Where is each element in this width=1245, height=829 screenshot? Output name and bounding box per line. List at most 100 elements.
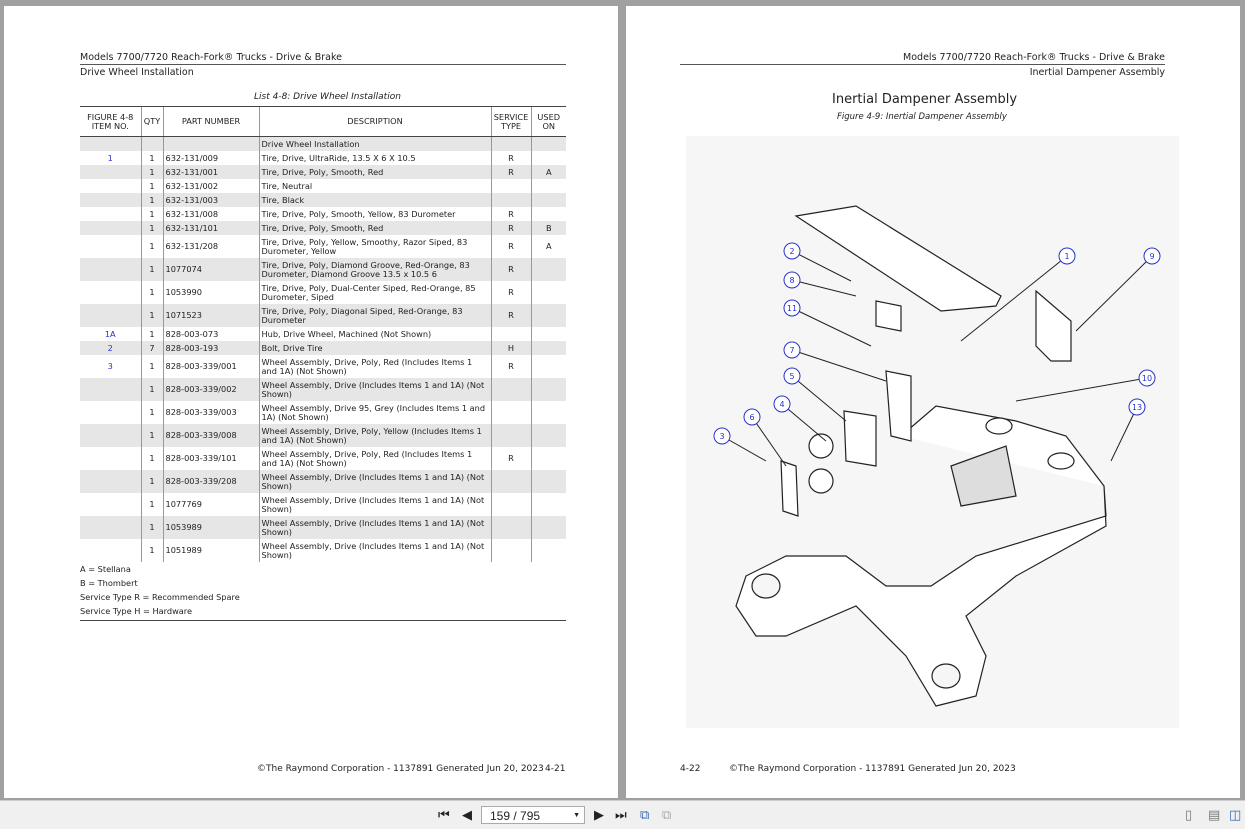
used-on-cell [530, 355, 566, 378]
first-page-button[interactable]: ⏮ [438, 808, 450, 823]
used-on-cell: A [530, 165, 566, 179]
used-on-cell [530, 258, 566, 281]
item-no-cell [80, 447, 141, 470]
item-no-cell [80, 281, 141, 304]
part-number-cell: 632-131/008 [162, 207, 259, 221]
description-cell: Tire, Drive, Poly, Yellow, Smoothy, Razo… [258, 235, 491, 258]
callout-label: 4 [779, 400, 784, 409]
used-on-cell: A [530, 235, 566, 258]
column-header: FIGURE 4-8 ITEM NO. [80, 106, 141, 137]
qty-cell: 1 [140, 493, 163, 516]
page-number: 4-22 [680, 764, 701, 774]
column-header: USED ON [530, 106, 566, 137]
part-number-cell: 828-003-193 [162, 341, 259, 355]
used-on-cell [530, 304, 566, 327]
used-on-cell [530, 447, 566, 470]
service-type-cell: R [490, 207, 531, 221]
right-page: Models 7700/7720 Reach-Fork® Trucks - Dr… [626, 6, 1240, 798]
item-no-cell[interactable]: 2 [80, 341, 141, 355]
previous-page-button[interactable]: ◀ [462, 808, 472, 823]
item-no-cell [80, 378, 141, 401]
page-number: 4-21 [545, 764, 566, 774]
item-no-cell [80, 221, 141, 235]
service-type-cell [490, 193, 531, 207]
item-no-cell [80, 136, 141, 151]
chevron-down-icon: ▼ [573, 812, 580, 819]
item-no-cell [80, 207, 141, 221]
single-page-view-icon[interactable]: ▯ [1185, 808, 1193, 823]
qty-cell: 1 [140, 235, 163, 258]
callout-3: 3 [713, 427, 767, 462]
callout-1: 1 [960, 247, 1076, 342]
callout-5: 5 [783, 367, 847, 422]
qty-cell: 7 [140, 341, 163, 355]
description-cell: Wheel Assembly, Drive, Poly, Yellow (Inc… [258, 424, 491, 447]
service-type-cell: R [490, 165, 531, 179]
legend-item: B = Thombert [80, 578, 138, 588]
header-title: Models 7700/7720 Reach-Fork® Trucks - Dr… [903, 52, 1165, 63]
description-cell: Wheel Assembly, Drive, Poly, Red (Includ… [258, 355, 491, 378]
part-number-cell: 1077074 [162, 258, 259, 281]
service-type-cell [490, 493, 531, 516]
item-no-cell[interactable]: 1 [107, 152, 113, 163]
paste-page-icon[interactable]: ⧉ [662, 808, 672, 823]
part-number-cell: 1053990 [162, 281, 259, 304]
header-title: Models 7700/7720 Reach-Fork® Trucks - Dr… [80, 52, 342, 63]
part-number-cell: 828-003-339/003 [162, 401, 259, 424]
description-cell: Tire, Drive, Poly, Dual-Center Siped, Re… [258, 281, 491, 304]
copy-page-icon[interactable]: ⧉ [640, 808, 650, 823]
service-type-cell: R [490, 151, 531, 165]
callout-13: 13 [1110, 398, 1146, 462]
part-number-cell: 828-003-339/101 [162, 447, 259, 470]
qty-cell: 1 [140, 447, 163, 470]
part-number-cell: 1051989 [162, 539, 259, 562]
service-type-cell: R [490, 447, 531, 470]
used-on-cell [530, 151, 566, 165]
continuous-view-icon[interactable]: ▤ [1208, 808, 1221, 823]
qty-cell: 1 [140, 539, 163, 562]
callout-9: 9 [1075, 247, 1161, 332]
next-page-button[interactable]: ▶ [594, 808, 604, 823]
qty-cell [140, 136, 163, 151]
callout-label: 7 [789, 346, 794, 355]
service-type-cell: H [490, 341, 531, 355]
part-number-cell: 632-131/009 [162, 151, 259, 165]
table-row: Drive Wheel Installation [80, 136, 566, 151]
callout-4: 4 [773, 395, 827, 442]
description-cell: Wheel Assembly, Drive 95, Grey (Includes… [258, 401, 491, 424]
item-no-cell [80, 165, 141, 179]
item-no-cell[interactable]: 1A [104, 328, 116, 339]
part-number-cell: 1053989 [162, 516, 259, 539]
legend-item: Service Type R = Recommended Spare [80, 592, 240, 602]
part-number-cell: 828-003-073 [162, 327, 259, 341]
item-no-cell [80, 179, 141, 193]
item-no-cell [80, 193, 141, 207]
description-cell: Tire, Drive, Poly, Diamond Groove, Red-O… [258, 258, 491, 281]
description-cell: Wheel Assembly, Drive (Includes Items 1 … [258, 470, 491, 493]
used-on-cell [530, 424, 566, 447]
item-no-cell [80, 516, 141, 539]
qty-cell: 1 [140, 304, 163, 327]
two-page-view-icon[interactable]: ◫ [1229, 808, 1242, 823]
part-number-cell: 632-131/101 [162, 221, 259, 235]
last-page-button[interactable]: ⏭ [615, 808, 627, 823]
description-cell: Tire, Drive, Poly, Smooth, Red [258, 165, 491, 179]
used-on-cell [530, 327, 566, 341]
item-no-cell[interactable]: 3 [107, 361, 113, 372]
service-type-cell [490, 136, 531, 151]
item-no-cell [80, 493, 141, 516]
page-selector[interactable]: 159 / 795▼ [481, 806, 585, 824]
used-on-cell: B [530, 221, 566, 235]
item-no-cell [80, 424, 141, 447]
description-cell: Wheel Assembly, Drive (Includes Items 1 … [258, 493, 491, 516]
